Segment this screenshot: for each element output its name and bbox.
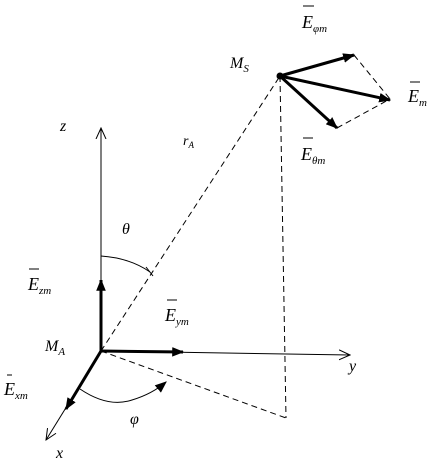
svg-text:Eφm: Eφm: [301, 12, 327, 35]
y-axis-label: y: [347, 358, 357, 375]
phi-label: φ: [130, 411, 139, 428]
svg-text:Eym: Eym: [164, 305, 189, 328]
parallelogram-bottom-edge: [336, 98, 391, 129]
theta-arc: [100, 255, 151, 273]
svg-text:Eθm: Eθm: [300, 144, 325, 167]
source-point-ms: [276, 72, 284, 80]
vector-e-xm: [64, 350, 103, 411]
x-axis-label: x: [55, 445, 63, 460]
radius-line: [100, 75, 281, 352]
svg-text:Ezm: Ezm: [27, 274, 51, 297]
label-e-xm: Exm: [3, 374, 28, 402]
vertical-projection-line: [279, 75, 287, 419]
svg-text:Em: Em: [407, 86, 427, 109]
label-e-theta-m: Eθm: [300, 137, 325, 167]
vector-e-phi-m: [279, 53, 356, 78]
label-e-m: Em: [407, 81, 427, 109]
vector-e-m: [279, 74, 392, 103]
vector-e-theta-m: [278, 74, 339, 130]
vector-e-ym: [100, 347, 185, 357]
z-axis-label: z: [59, 118, 67, 135]
ground-projection-line: [100, 350, 287, 419]
theta-label: θ: [122, 221, 130, 238]
source-label: MS: [229, 55, 249, 75]
label-e-phi-m: Eφm: [301, 5, 327, 35]
theta-arc-tick: [145, 266, 154, 277]
svg-text:Exm: Exm: [3, 379, 28, 402]
label-e-ym: Eym: [164, 299, 189, 328]
origin-label: MA: [44, 338, 65, 358]
phi-arc: [79, 381, 167, 403]
label-e-zm: Ezm: [27, 268, 51, 297]
distance-label: rA: [183, 134, 194, 150]
